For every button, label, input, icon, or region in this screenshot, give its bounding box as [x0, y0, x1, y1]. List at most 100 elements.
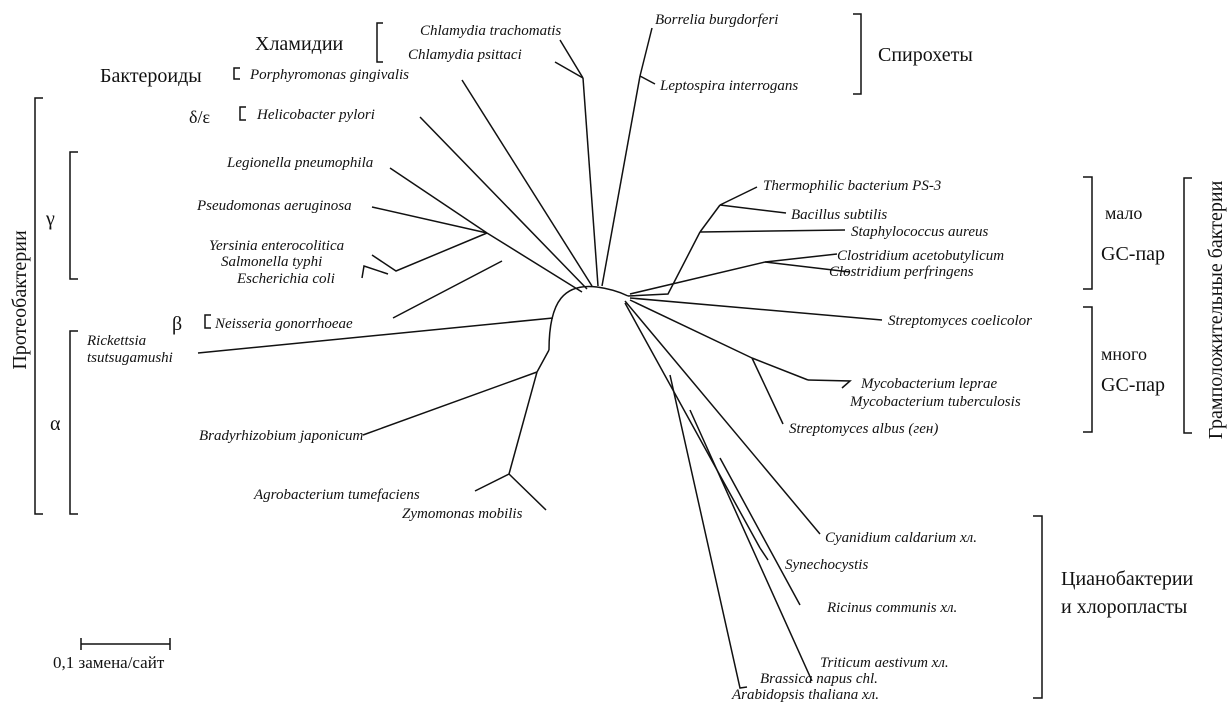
bracket-bacteroides [233, 67, 240, 80]
branch-high-gc-stem [629, 299, 753, 359]
branch-staphylococcus [699, 229, 846, 233]
subgroup-label-gamma: γ [45, 208, 55, 230]
label-arabidopsis: Arabidopsis thaliana хл. [731, 687, 879, 703]
label-zymomonas: Zymomonas mobilis [402, 506, 523, 522]
branch-chlamydia-stem [582, 77, 599, 287]
label-clostridium-perf: Clostridium perfringens [829, 264, 974, 280]
label-salmonella: Salmonella typhi [221, 254, 322, 270]
label-porphyromonas: Porphyromonas gingivalis [249, 67, 409, 83]
label-rickettsia-line1: Rickettsia [86, 333, 146, 349]
branch-borrelia [639, 27, 653, 77]
branch-agrobacterium [474, 473, 510, 492]
label-bradyrhizobium: Bradyrhizobium japonicum [199, 428, 363, 444]
branch-clostridium-stem [629, 261, 766, 295]
subgroup-label-beta: β [172, 313, 182, 335]
label-thermophilic: Thermophilic bacterium PS-3 [763, 178, 941, 194]
bracket-low-gc [1083, 176, 1093, 290]
label-legionella: Legionella pneumophila [226, 155, 373, 171]
group-label-high-gc-line2: GC-пар [1101, 374, 1165, 396]
label-leptospira: Leptospira interrogans [659, 78, 798, 94]
branch-thermophilic [719, 186, 758, 206]
bracket-proteobacteria [34, 97, 43, 515]
branch-neisseria [392, 260, 503, 319]
branch-streptomyces-coelicolor [629, 297, 883, 321]
branch-rickettsia [197, 317, 554, 354]
group-label-proteobacteria: Протеобактерии [9, 230, 31, 370]
branch-enteric-sub [361, 265, 389, 279]
group-label-gram-positive: Грамположительные бактерии [1205, 180, 1227, 439]
label-borrelia: Borrelia burgdorferi [655, 12, 778, 28]
label-chlamydia-psittaci: Chlamydia psittaci [408, 47, 522, 63]
group-label-bacteroides: Бактероиды [100, 65, 202, 87]
tree-root-arc [548, 285, 629, 351]
branch-chlamydia-psittaci [554, 61, 584, 79]
branch-chlamydia-trachomatis [559, 39, 584, 79]
group-label-high-gc-line1: много [1101, 344, 1147, 364]
label-pseudomonas: Pseudomonas aeruginosa [196, 198, 352, 214]
label-mycobacterium-leprae: Mycobacterium leprae [860, 376, 998, 392]
branch-gamma-stem [486, 232, 583, 293]
group-label-cyano-line2: и хлоропласты [1061, 596, 1187, 618]
branch-low-gc-inner [699, 204, 721, 233]
bracket-delta-epsilon [239, 106, 246, 121]
branch-clostridium-aceto [764, 253, 838, 263]
bracket-gamma [69, 151, 78, 280]
branch-legionella [389, 167, 488, 234]
label-cyanidium: Cyanidium caldarium хл. [825, 530, 977, 546]
label-yersinia: Yersinia enterocolitica [209, 238, 344, 254]
branch-plastid-stem [624, 302, 761, 549]
subgroup-label-alpha: α [50, 413, 61, 435]
label-triticum: Triticum aestivum хл. [820, 655, 949, 671]
bracket-alpha [69, 330, 78, 515]
label-clostridium-aceto: Clostridium acetobutylicum [837, 248, 1004, 264]
branch-helicobacter [419, 116, 588, 290]
branch-synechocystis [759, 547, 769, 561]
bracket-spirochetes [853, 13, 862, 95]
branch-ricinus [719, 457, 801, 606]
branch-porphyromonas [461, 79, 593, 287]
group-label-low-gc-line1: мало [1105, 203, 1142, 223]
label-streptomyces-albus: Streptomyces albus (ген) [789, 421, 938, 437]
branch-alpha-stem [536, 349, 550, 373]
bracket-beta [204, 314, 211, 329]
label-streptomyces-coelicolor: Streptomyces coelicolor [888, 313, 1032, 329]
group-label-cyano-line1: Цианобактерии [1061, 568, 1194, 590]
label-mycobacterium-tb: Mycobacterium tuberculosis [849, 394, 1021, 410]
branch-zymomonas [508, 473, 547, 511]
label-staphylococcus: Staphylococcus aureus [851, 224, 988, 240]
label-rickettsia-line2: tsutsugamushi [87, 350, 173, 366]
branch-leptospira [639, 75, 656, 85]
label-neisseria: Neisseria gonorrhoeae [214, 316, 353, 332]
branch-cyanidium [624, 300, 821, 535]
bracket-gram-positive [1183, 177, 1192, 434]
branch-mycobacterium [751, 357, 809, 381]
group-label-spirochetes: Спирохеты [878, 44, 973, 66]
label-ricinus: Ricinus communis хл. [826, 600, 957, 616]
branch-mycobacterium-tips [807, 379, 852, 389]
scale-bar-label: 0,1 замена/сайт [53, 653, 165, 672]
label-agrobacterium: Agrobacterium tumefaciens [253, 487, 420, 503]
group-label-chlamydiae: Хламидии [255, 33, 344, 55]
scale-bar [80, 638, 171, 650]
branch-agrobacterium-stem [508, 371, 538, 475]
branch-bacillus [719, 204, 787, 214]
label-helicobacter: Helicobacter pylori [256, 107, 375, 123]
branch-brassica [669, 374, 748, 689]
label-chlamydia-trachomatis: Chlamydia trachomatis [420, 23, 561, 39]
branch-triticum [689, 409, 813, 682]
subgroup-label-delta-epsilon: δ/ε [189, 107, 210, 127]
bracket-chlamydiae [376, 22, 383, 63]
branch-streptomyces-albus [751, 357, 784, 425]
branch-bradyrhizobium [362, 371, 538, 436]
bracket-high-gc [1083, 306, 1093, 433]
branch-spirochete-stem [601, 75, 641, 287]
label-escherichia: Escherichia coli [236, 271, 335, 287]
branch-enteric [371, 232, 488, 272]
label-synechocystis: Synechocystis [785, 557, 868, 573]
group-label-low-gc-line2: GC-пар [1101, 243, 1165, 265]
branch-low-gc-stem [627, 231, 701, 297]
bracket-cyanobacteria [1033, 515, 1043, 699]
branch-clostridium-perf [764, 261, 851, 273]
